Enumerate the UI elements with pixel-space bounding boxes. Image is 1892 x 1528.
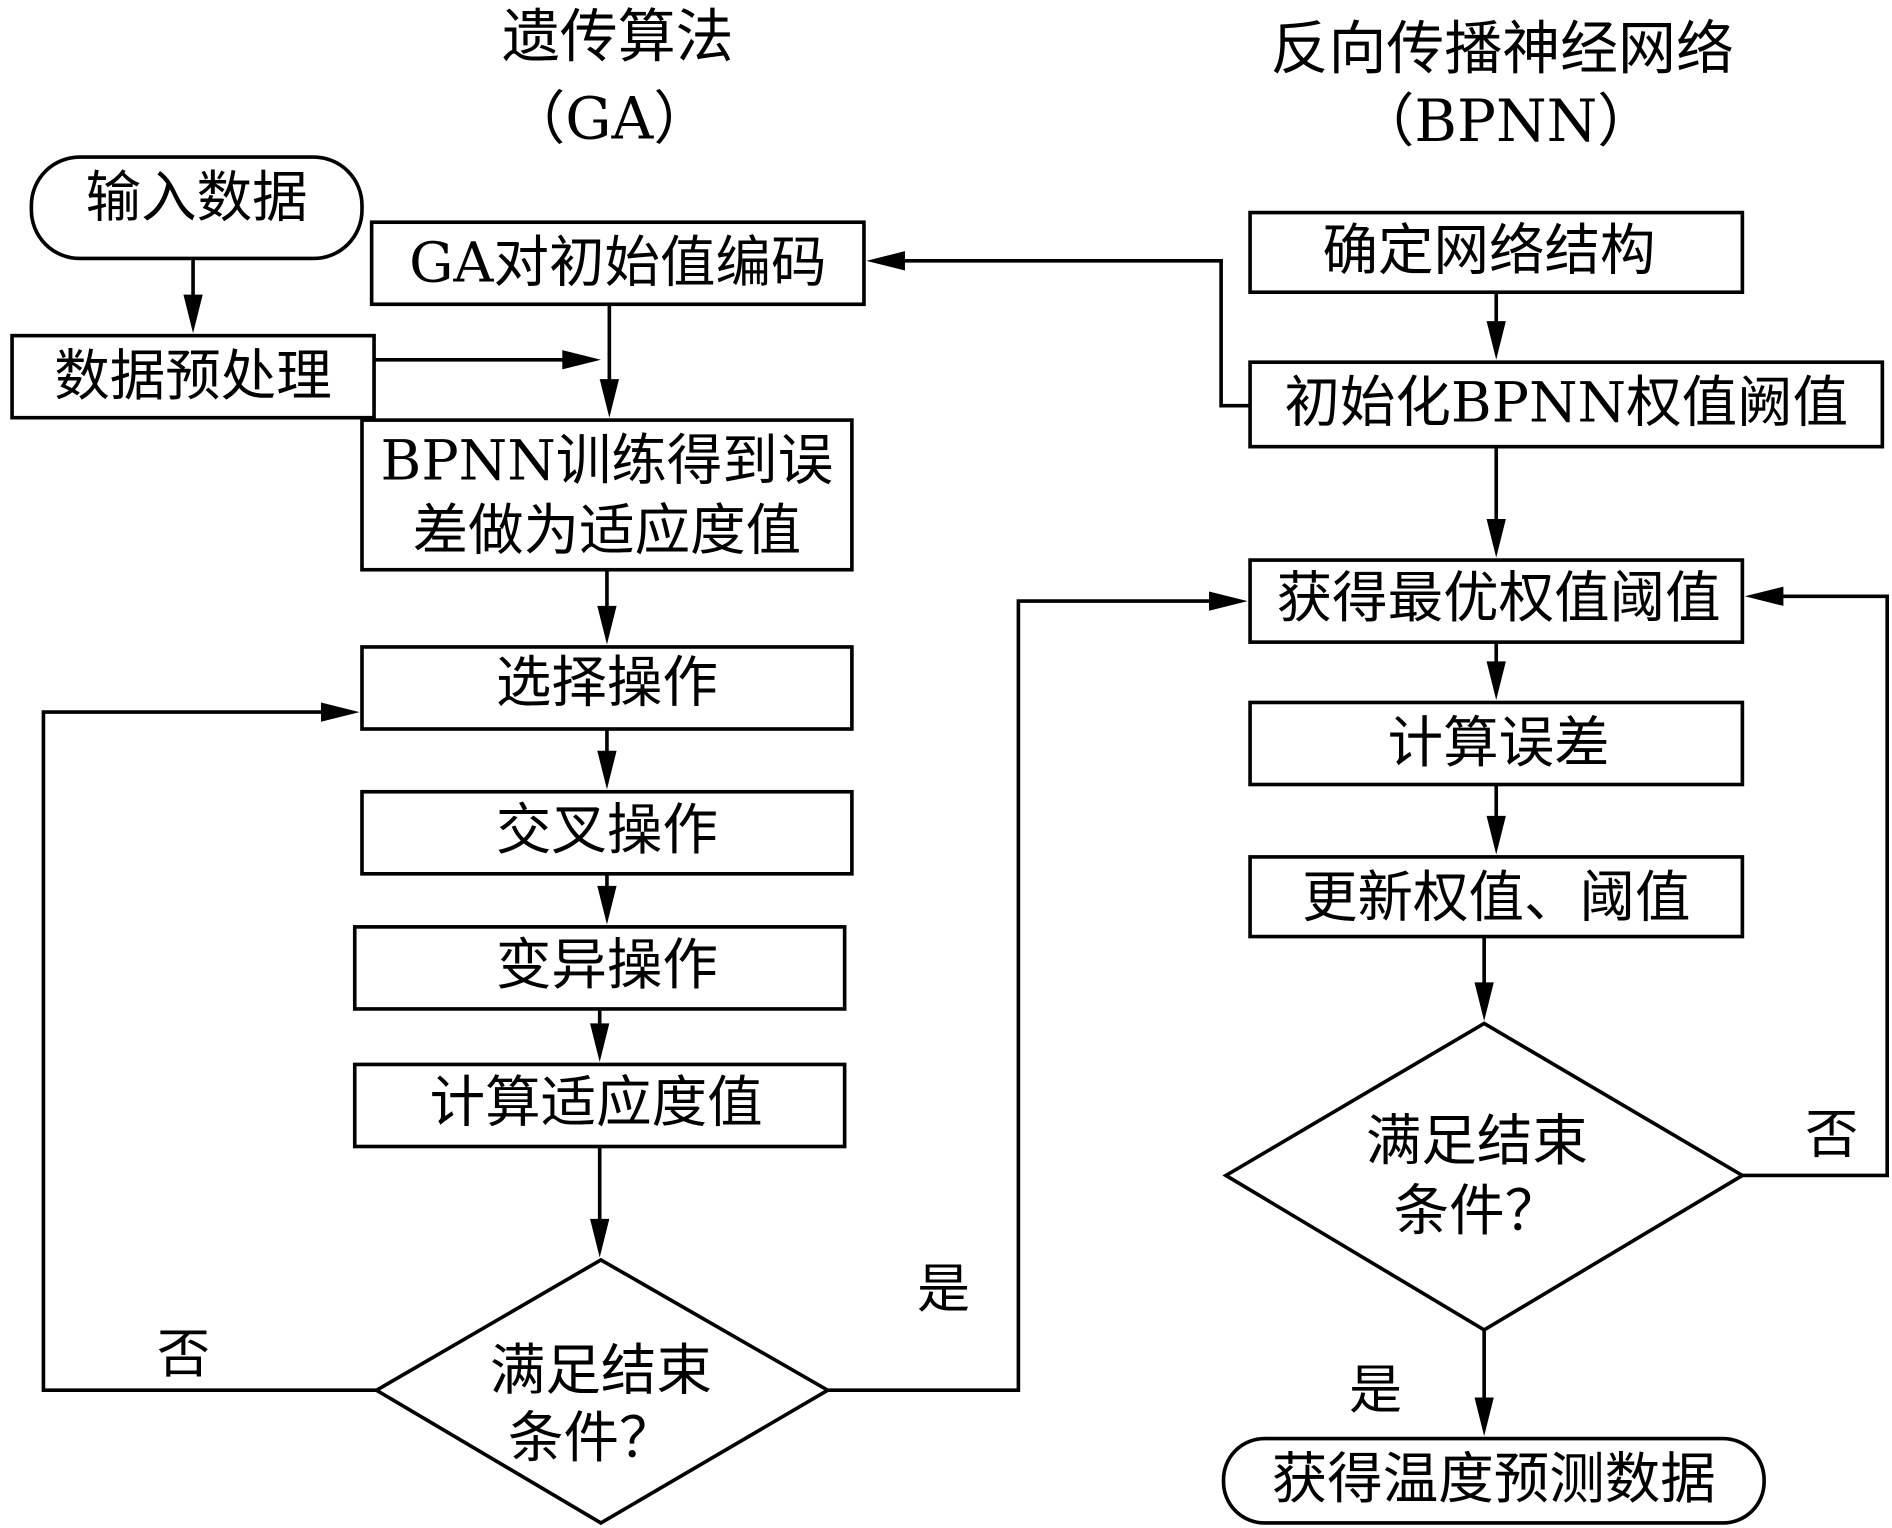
bpnn-no-label: 否: [1805, 1103, 1858, 1165]
mutation-box: 变异操作: [352, 925, 847, 1011]
compute-error-label: 计算误差: [1388, 711, 1610, 776]
ga-title: 遗传算法: [502, 2, 734, 70]
ga-decision-label-1: 满足结束: [490, 1338, 712, 1403]
selection-label: 选择操作: [496, 651, 718, 716]
init-weights-box: 初始化BPNN权值阙值: [1248, 360, 1885, 449]
compute-error-box: 计算误差: [1248, 700, 1745, 787]
selection-box: 选择操作: [360, 645, 854, 731]
update-weights-label: 更新权值、阈值: [1302, 865, 1691, 930]
bpnn-train-label-2: 差做为适应度值: [413, 499, 802, 564]
fitness-label: 计算适应度值: [430, 1071, 763, 1136]
preprocess-label: 数据预处理: [54, 344, 332, 409]
bpnn-abbr: （BPNN）: [1357, 87, 1656, 155]
network-structure-label: 确定网络结构: [1322, 219, 1655, 284]
input-data-label: 输入数据: [86, 166, 308, 231]
optimal-weights-label: 获得最优权值阈值: [1277, 566, 1721, 631]
bpnn-train-label-1: BPNN训练得到误: [381, 429, 834, 494]
ga-yes-label: 是: [917, 1258, 970, 1320]
bpnn-decision-label-1: 满足结束: [1366, 1109, 1588, 1174]
crossover-box: 交叉操作: [360, 789, 854, 876]
temperature-output-label: 获得温度预测数据: [1272, 1447, 1716, 1512]
bpnn-decision-diamond: 满足结束 条件？: [1222, 1021, 1746, 1333]
init-weights-label: 初始化BPNN权值阙值: [1284, 371, 1848, 436]
input-data-terminal: 输入数据: [29, 155, 364, 261]
ga-no-label: 否: [157, 1323, 210, 1385]
update-weights-box: 更新权值、阈值: [1248, 855, 1745, 939]
ga-decision-label-2: 条件？: [508, 1406, 675, 1471]
bpnn-title: 反向传播神经网络: [1271, 14, 1734, 82]
ga-encode-box: GA对初始值编码: [369, 220, 866, 307]
bpnn-decision-label-2: 条件？: [1394, 1179, 1561, 1244]
mutation-label: 变异操作: [496, 933, 718, 998]
ga-abbr: （GA）: [507, 84, 711, 152]
ga-decision-diamond: 满足结束 条件？: [372, 1257, 832, 1526]
fitness-box: 计算适应度值: [352, 1062, 847, 1149]
bpnn-yes-label: 是: [1349, 1359, 1402, 1421]
temperature-output-terminal: 获得温度预测数据: [1221, 1436, 1766, 1525]
bpnn-connectors: [1474, 292, 1889, 1437]
preprocess-box: 数据预处理: [10, 333, 376, 420]
ga-connectors: [41, 251, 1251, 1393]
network-structure-box: 确定网络结构: [1248, 210, 1745, 295]
ga-encode-label: GA对初始值编码: [409, 231, 826, 296]
bpnn-train-box: BPNN训练得到误 差做为适应度值: [360, 418, 854, 572]
optimal-weights-box: 获得最优权值阈值: [1248, 558, 1745, 644]
crossover-label: 交叉操作: [496, 798, 718, 863]
